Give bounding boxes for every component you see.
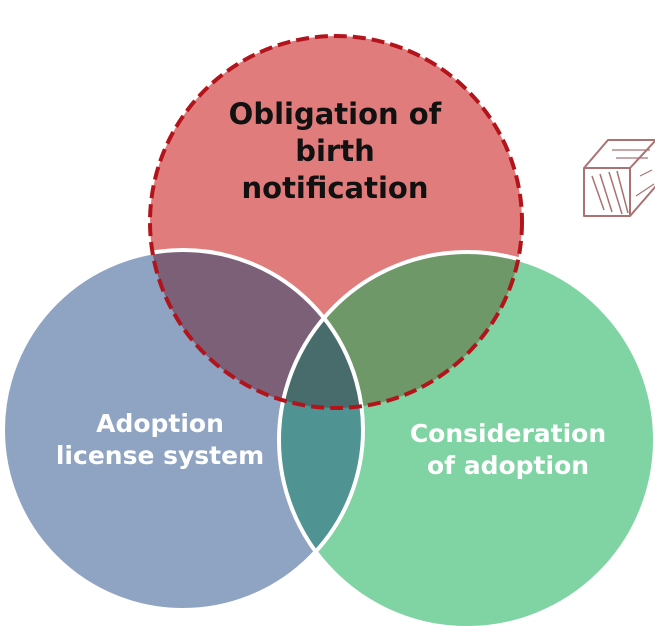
left-circle-label: Adoption license system — [30, 408, 290, 472]
left-circle-label-line-1: Adoption — [96, 409, 224, 438]
top-circle-label-line-2: birth — [295, 134, 375, 169]
top-circle-label-line-1: Obligation of — [228, 97, 442, 131]
right-circle-outline — [277, 250, 655, 626]
left-circle-label-line-2: license system — [55, 441, 265, 470]
right-circle-label-line-1: Consideration — [409, 419, 607, 448]
top-circle-label-line-3: notification — [241, 171, 429, 206]
overlap-top-right — [279, 252, 522, 408]
top-circle-label: Obligation of birth notification — [195, 96, 475, 207]
top-circle-dashed-border — [148, 34, 524, 410]
sketched-cube-icon — [583, 139, 655, 217]
right-circle-label: Consideration of adoption — [378, 418, 638, 482]
overlap-top-left — [150, 250, 363, 408]
left-circle-outline — [1, 248, 365, 612]
right-circle-label-line-2: of adoption — [426, 451, 590, 480]
